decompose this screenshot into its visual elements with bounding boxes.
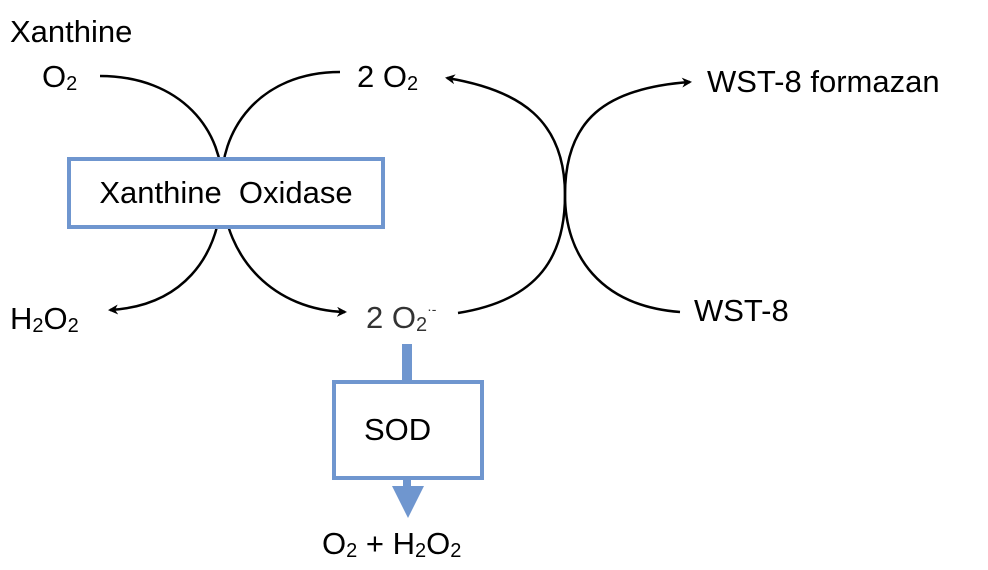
sod-products-label: O2 + H2O2 <box>322 526 462 562</box>
superoxide-oxidation-arc <box>445 74 567 315</box>
sod-label: SOD <box>364 412 432 447</box>
xanthine-oxidase-box: Xanthine Oxidase <box>67 157 385 229</box>
oxygen-substrate-label: O2 <box>42 59 78 95</box>
xanthine-oxidase-label: Xanthine Oxidase <box>99 175 353 210</box>
xanthine-label: Xanthine <box>10 14 133 49</box>
superoxide-label: 2 O2·- <box>366 300 437 336</box>
wst8-label: WST-8 <box>694 293 789 328</box>
sod-connector <box>402 344 412 382</box>
wst8-formazan-label: WST-8 formazan <box>707 64 940 99</box>
sod-box: SOD <box>332 380 484 480</box>
sod-arrow-head <box>392 486 424 518</box>
two-oxygen-label: 2 O2 <box>357 59 419 95</box>
wst8-reduction-arc <box>563 77 692 314</box>
sod-arrow-shaft <box>403 478 411 488</box>
hydrogen-peroxide-label: H2O2 <box>10 301 79 337</box>
